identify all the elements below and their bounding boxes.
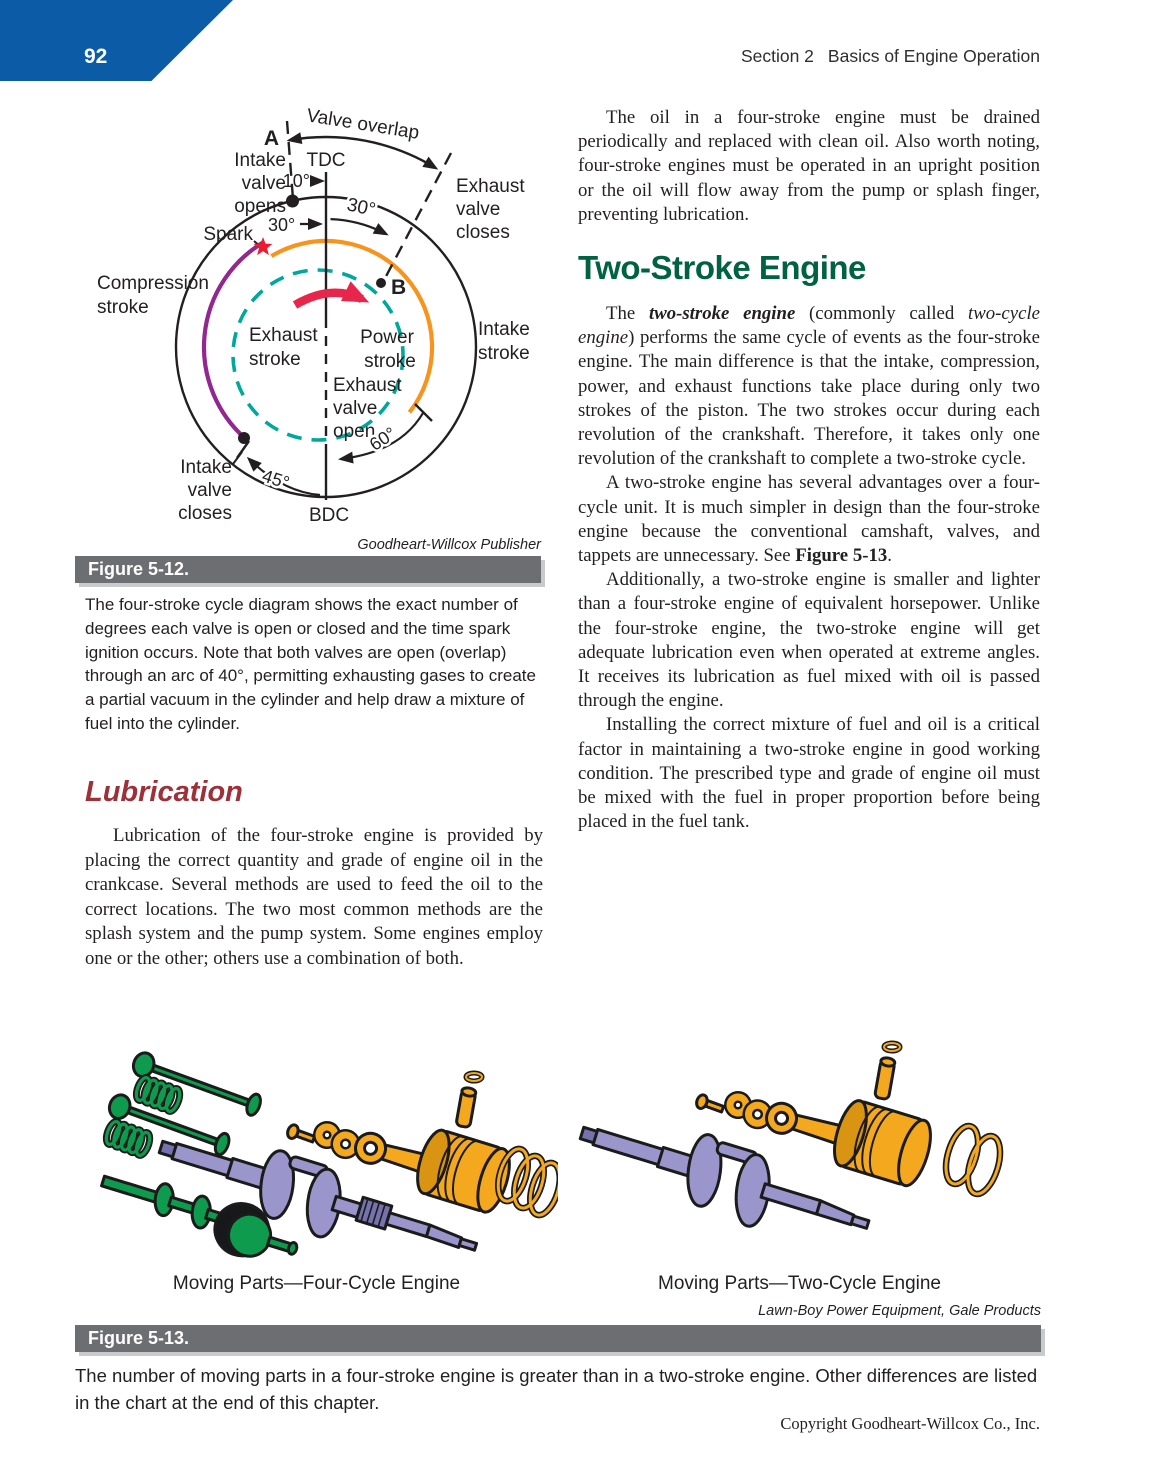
spark-thirty-label: 30° [268, 215, 295, 235]
right-column: The oil in a four-stroke engine must be … [578, 106, 1040, 834]
exhaust-stroke-label: Exhaust [249, 325, 318, 346]
lubrication-heading: Lubrication [85, 776, 243, 808]
term-two-cycle-engine: two-cycle engine [578, 303, 1040, 349]
advantages-paragraph: A two-stroke engine has several advantag… [578, 472, 1040, 567]
svg-text:stroke: stroke [97, 297, 149, 318]
four-cycle-parts-illustration [75, 1033, 563, 1271]
camshaft-icon [100, 1174, 299, 1258]
thirty-deg-top-label: 30° [345, 194, 377, 221]
figure-5-12-bar: Figure 5-12. [75, 556, 541, 583]
intake-valve-closes-label: Intake [180, 457, 232, 478]
svg-text:valve: valve [188, 480, 232, 501]
smaller-lighter-paragraph: Additionally, a two-stroke engine is sma… [578, 569, 1040, 712]
crankshaft-icon [157, 1139, 479, 1252]
point-b-label: B [391, 276, 406, 299]
fortyfive-deg-label: 45° [260, 466, 292, 493]
figure-5-12-credit: Goodheart-Willcox Publisher [357, 537, 541, 553]
svg-text:stroke: stroke [364, 351, 416, 372]
valve-icon [107, 1093, 231, 1157]
two-stroke-engine-heading: Two-Stroke Engine [578, 249, 866, 287]
rod-cap-icon [724, 1091, 773, 1130]
intake-closes-dot [238, 432, 250, 444]
exhaust-stroke-circle [231, 268, 405, 442]
intake-closes-pointer [232, 451, 243, 465]
svg-text:open: open [333, 421, 375, 442]
wrist-pin-icon [873, 1040, 903, 1101]
two-cycle-caption: Moving Parts—Two-Cycle Engine [658, 1273, 941, 1294]
ten-deg-label: 10° [283, 171, 310, 191]
crankshaft-icon [578, 1125, 871, 1230]
piston-rings-icon [942, 1122, 1004, 1198]
sixty-deg-tbar [414, 403, 433, 422]
rod-cap-icon [313, 1121, 361, 1160]
figure-5-13-credit: Lawn-Boy Power Equipment, Gale Products [758, 1303, 1041, 1319]
svg-text:closes: closes [178, 503, 232, 524]
four-cycle-caption: Moving Parts—Four-Cycle Engine [172, 1273, 461, 1294]
fuel-mixture-paragraph: Installing the correct mixture of fuel a… [578, 714, 1040, 833]
tdc-label: TDC [306, 150, 345, 171]
figure-5-13-reference: Figure 5-13 [795, 545, 888, 567]
piston-rings-icon [495, 1145, 563, 1219]
page-number: 92 [84, 45, 108, 68]
svg-text:valve: valve [456, 199, 500, 220]
two-stroke-intro-paragraph: The two-stroke engine (commonly called t… [578, 303, 1040, 470]
wrist-pin-icon [455, 1070, 485, 1129]
lubrication-paragraph: Lubrication of the four-stroke engine is… [85, 825, 543, 969]
valve-icon [131, 1051, 262, 1117]
intake-stroke-label: Intake [478, 319, 530, 340]
figure-5-13-block: Moving Parts—Four-Cycle Engine Moving Pa… [75, 1033, 1041, 1416]
svg-text:closes: closes [456, 222, 510, 243]
compression-stroke-label: Compression [97, 273, 209, 294]
rod-bolt-icon [286, 1123, 317, 1144]
rotation-arrow [292, 281, 370, 309]
piston-icon [833, 1099, 932, 1188]
compression-arc [201, 240, 265, 440]
spark-label: Spark [203, 224, 253, 245]
spark-star [253, 237, 273, 256]
four-stroke-cycle-diagram: Valve overlap A TDC Intake valve opens 1… [97, 105, 530, 526]
intake-valve-opens-label: Intake [234, 150, 286, 171]
header-corner-shape [0, 0, 233, 81]
svg-text:valve: valve [242, 173, 286, 194]
exhaust-valve-closes-label: Exhaust [456, 176, 525, 197]
two-cycle-parts-illustration [558, 1033, 1041, 1271]
valve-overlap-arc [286, 132, 439, 170]
svg-text:opens: opens [234, 196, 286, 217]
svg-text:valve: valve [333, 398, 377, 419]
exhaust-valve-open-label: Exhaust [333, 375, 402, 396]
sixty-deg-arc [338, 412, 424, 464]
valve-spring-icon [102, 1118, 154, 1159]
svg-text:stroke: stroke [249, 349, 301, 370]
figure-5-13-bar: Figure 5-13. [75, 1325, 1041, 1352]
exhaust-closes-tick [380, 152, 453, 285]
oil-paragraph: The oil in a four-stroke engine must be … [578, 107, 1040, 225]
fortyfive-deg-arc [246, 456, 321, 497]
point-b-dot [376, 278, 386, 288]
section-header: Section 2 Basics of Engine Operation [578, 46, 1040, 67]
term-two-stroke-engine: two-stroke engine [648, 303, 796, 325]
intake-opens-tick [285, 120, 295, 200]
point-a-label: A [264, 127, 279, 150]
copyright-line: Copyright Goodheart-Willcox Co., Inc. [780, 1414, 1040, 1433]
valve-spring-icon [132, 1074, 184, 1115]
svg-text:stroke: stroke [478, 343, 530, 364]
rod-bolt-icon [695, 1093, 726, 1114]
power-arc [270, 238, 435, 414]
power-stroke-label: Power [360, 327, 415, 348]
intake-opens-dot [286, 194, 299, 208]
bdc-label: BDC [309, 505, 349, 526]
figure-5-13-caption: The number of moving parts in a four-str… [75, 1365, 1038, 1413]
section-label: Section 2 [740, 46, 814, 66]
thirty-deg-top-arc [330, 218, 389, 236]
figure-5-12-caption: The four-stroke cycle diagram shows the … [85, 595, 536, 733]
section-title: Basics of Engine Operation [827, 46, 1040, 66]
